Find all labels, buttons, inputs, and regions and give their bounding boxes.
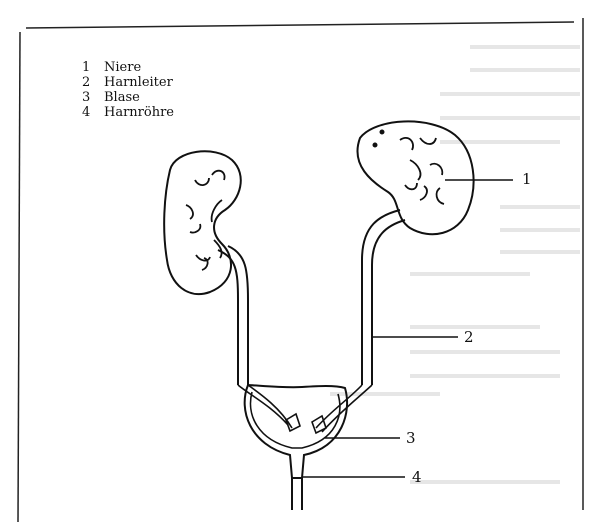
callout-urethra: 4	[412, 468, 422, 486]
right-kidney	[357, 121, 473, 234]
legend-item: 1 Niere	[82, 60, 174, 75]
callout-ureter: 2	[464, 328, 474, 346]
background-show-through	[330, 45, 580, 484]
legend-item: 3 Blase	[82, 90, 174, 105]
legend-label: Harnleiter	[104, 75, 173, 90]
legend-label: Harnröhre	[104, 105, 174, 120]
callout-bladder: 3	[406, 429, 416, 447]
legend-item: 4 Harnröhre	[82, 105, 174, 120]
left-kidney	[164, 151, 241, 294]
legend-number: 4	[82, 105, 104, 120]
callout-kidney: 1	[522, 170, 532, 188]
legend-label: Niere	[104, 60, 141, 75]
legend-number: 2	[82, 75, 104, 90]
legend-item: 2 Harnleiter	[82, 75, 174, 90]
legend-label: Blase	[104, 90, 140, 105]
ureters	[218, 210, 405, 385]
bladder	[238, 385, 372, 510]
legend-number: 1	[82, 60, 104, 75]
legend: 1 Niere 2 Harnleiter 3 Blase 4 Harnröhre	[82, 60, 174, 120]
legend-number: 3	[82, 90, 104, 105]
